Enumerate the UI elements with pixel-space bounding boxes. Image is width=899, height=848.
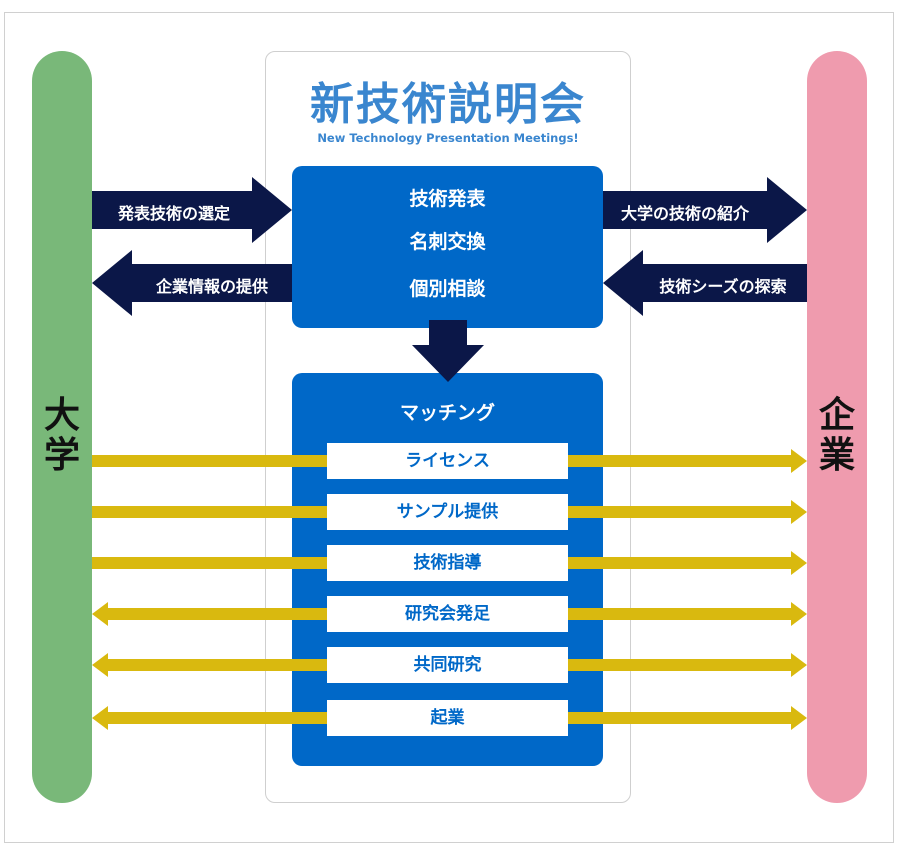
gold-arrow-left-6 — [92, 706, 327, 730]
gold-arrow-right-6 — [568, 706, 807, 730]
matching-item-joint-research: 共同研究 — [327, 647, 568, 683]
university-pillar: 大学 — [32, 51, 92, 803]
company-label: 企業 — [818, 395, 855, 476]
company-pillar: 企業 — [807, 51, 867, 803]
arrow-company-info — [92, 250, 292, 316]
arrow-select-technology — [92, 177, 292, 243]
arrow-down-to-matching — [412, 320, 484, 382]
gold-bar-left-2 — [92, 506, 327, 518]
gold-arrow-left-4 — [92, 602, 327, 626]
label-search-seeds: 技術シーズの探索 — [659, 277, 787, 296]
arrow-introduce-technology — [603, 177, 807, 243]
gold-arrow-right-1 — [568, 449, 807, 473]
gold-bar-left-3 — [92, 557, 327, 569]
label-select-technology: 発表技術の選定 — [117, 204, 230, 223]
label-company-info: 企業情報の提供 — [155, 277, 268, 296]
matching-item-study-group: 研究会発足 — [327, 596, 568, 632]
university-label: 大学 — [43, 395, 80, 476]
presentation-activities-box: 技術発表 名刺交換 個別相談 — [292, 166, 603, 328]
matching-item-startup: 起業 — [327, 700, 568, 736]
matching-item-license: ライセンス — [327, 443, 568, 479]
gold-arrow-left-5 — [92, 653, 327, 677]
diagram-subtitle: New Technology Presentation Meetings! — [317, 131, 579, 145]
diagram-title: 新技術説明会 — [310, 79, 586, 130]
gold-arrow-right-3 — [568, 551, 807, 575]
gold-arrow-right-4 — [568, 602, 807, 626]
gold-arrow-right-5 — [568, 653, 807, 677]
activity-individual-consultation: 個別相談 — [409, 278, 486, 300]
matching-title: マッチング — [399, 402, 495, 424]
matching-item-sample: サンプル提供 — [327, 494, 568, 530]
gold-arrow-right-2 — [568, 500, 807, 524]
activity-presentation: 技術発表 — [409, 188, 486, 210]
label-introduce-technology: 大学の技術の紹介 — [620, 204, 749, 223]
activity-business-card-exchange: 名刺交換 — [409, 231, 486, 253]
matching-item-technical-guidance: 技術指導 — [327, 545, 568, 581]
gold-bar-left-1 — [92, 455, 327, 467]
arrow-search-seeds — [603, 250, 807, 316]
